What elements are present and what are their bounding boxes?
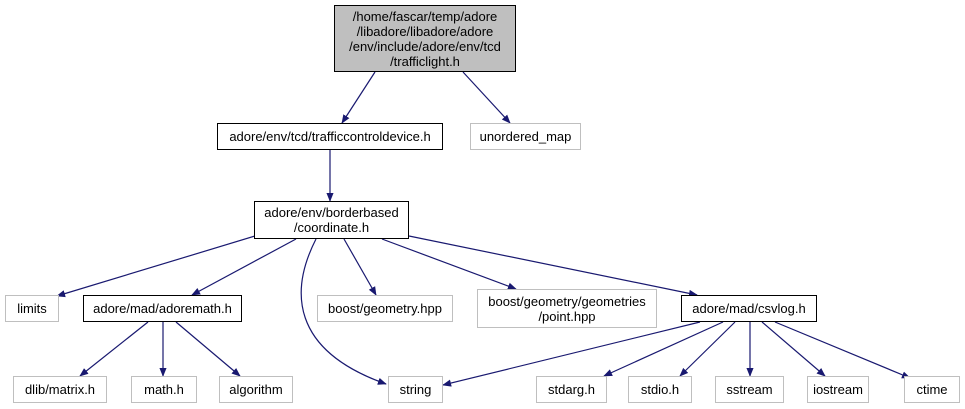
node-label: stdarg.h bbox=[548, 382, 595, 397]
edge-root-umap bbox=[462, 71, 511, 124]
edge-csvlog-ctime bbox=[774, 321, 911, 379]
node-label: unordered_map bbox=[479, 129, 572, 144]
edge-coord-adoremath bbox=[191, 238, 297, 296]
node-label: boost/geometry/geometries /point.hpp bbox=[488, 293, 646, 324]
node-tcd[interactable]: adore/env/tcd/trafficcontroldevice.h bbox=[217, 123, 443, 150]
node-ctime: ctime bbox=[904, 376, 960, 403]
node-iostream: iostream bbox=[807, 376, 869, 403]
node-umap: unordered_map bbox=[470, 123, 581, 150]
node-label: math.h bbox=[144, 382, 184, 397]
node-label: limits bbox=[17, 301, 47, 316]
node-stdarg: stdarg.h bbox=[536, 376, 607, 403]
edge-root-tcd bbox=[341, 71, 376, 124]
node-label: adore/env/tcd/trafficcontroldevice.h bbox=[229, 129, 431, 144]
node-label: dlib/matrix.h bbox=[24, 382, 96, 397]
node-label: iostream bbox=[813, 382, 863, 397]
node-label: sstream bbox=[726, 382, 773, 397]
edge-coord-string bbox=[300, 238, 387, 385]
edge-csvlog-iostream bbox=[761, 321, 826, 377]
edge-csvlog-stdio bbox=[679, 321, 736, 377]
node-label: ctime bbox=[916, 382, 948, 397]
edge-coord-csvlog bbox=[408, 235, 698, 297]
node-root[interactable]: /home/fascar/temp/adore /libadore/libado… bbox=[334, 5, 516, 72]
edge-csvlog-string bbox=[442, 321, 701, 387]
node-label: adore/mad/adoremath.h bbox=[93, 301, 232, 316]
node-label: stdio.h bbox=[640, 382, 680, 397]
node-dlib: dlib/matrix.h bbox=[13, 376, 107, 403]
node-sstream: sstream bbox=[715, 376, 784, 403]
node-stdio: stdio.h bbox=[628, 376, 692, 403]
node-bgeom: boost/geometry.hpp bbox=[317, 295, 453, 322]
edge-coord-bpoint bbox=[381, 238, 517, 290]
node-coord[interactable]: adore/env/borderbased /coordinate.h bbox=[254, 201, 409, 239]
node-csvlog[interactable]: adore/mad/csvlog.h bbox=[681, 295, 817, 322]
node-label: adore/env/borderbased /coordinate.h bbox=[264, 205, 399, 235]
edge-coord-bgeom bbox=[343, 238, 377, 296]
node-label: adore/mad/csvlog.h bbox=[692, 301, 806, 316]
edge-coord-limits bbox=[56, 235, 256, 298]
node-adoremath[interactable]: adore/mad/adoremath.h bbox=[83, 295, 242, 322]
node-algorithm: algorithm bbox=[219, 376, 293, 403]
node-string: string bbox=[388, 376, 443, 403]
node-bpoint: boost/geometry/geometries /point.hpp bbox=[477, 289, 657, 328]
node-label: /home/fascar/temp/adore /libadore/libado… bbox=[349, 8, 501, 69]
node-limits: limits bbox=[5, 295, 59, 322]
node-label: boost/geometry.hpp bbox=[328, 301, 442, 316]
node-label: string bbox=[399, 382, 432, 397]
edge-adoremath-dlib bbox=[79, 321, 149, 377]
edge-csvlog-stdarg bbox=[603, 321, 724, 377]
edge-adoremath-algorithm bbox=[175, 321, 241, 377]
node-label: algorithm bbox=[229, 382, 283, 397]
node-mathh: math.h bbox=[131, 376, 197, 403]
